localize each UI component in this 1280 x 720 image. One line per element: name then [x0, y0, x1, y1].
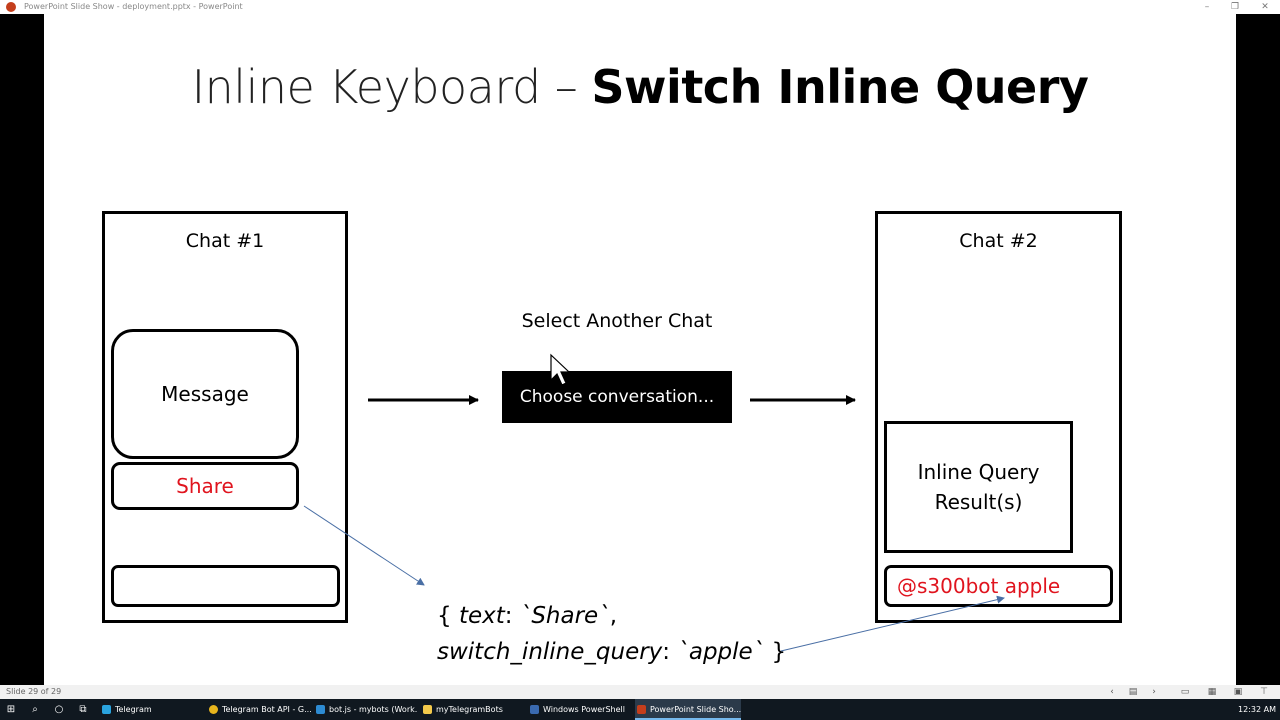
- annotation-line-query: [780, 595, 1005, 652]
- taskbar-item-powerpoint[interactable]: PowerPoint Slide Sho...: [635, 699, 741, 720]
- windows-start-icon[interactable]: ⊞: [6, 704, 16, 715]
- minimize-button[interactable]: –: [1204, 2, 1210, 12]
- chrome-icon: [209, 705, 218, 714]
- taskbar-item-explorer[interactable]: myTelegramBots: [421, 699, 525, 720]
- code-line2: switch_inline_query: `apple` }: [437, 634, 786, 670]
- taskbar-item-label: Telegram: [115, 705, 152, 714]
- code-line1: { text: `Share`,: [437, 598, 786, 634]
- code-val-share: `Share`: [519, 603, 610, 629]
- powerpoint-icon: [6, 2, 16, 12]
- inline-query-text: @s300bot apple: [897, 574, 1061, 598]
- chat1-input-box[interactable]: [111, 565, 340, 607]
- normal-view-icon[interactable]: ▭: [1180, 687, 1190, 697]
- code-key-switch: switch_inline_query: [437, 639, 663, 665]
- slide-title-light: Inline Keyboard –: [191, 60, 592, 114]
- code-colon-2: :: [662, 639, 678, 665]
- share-button-label: Share: [176, 474, 234, 498]
- taskbar-item-label: Telegram Bot API - G...: [222, 705, 311, 714]
- taskbar-item-label: myTelegramBots: [436, 705, 503, 714]
- chat2-label: Chat #2: [959, 230, 1038, 252]
- slide-canvas: Inline Keyboard – Switch Inline Query Ch…: [44, 14, 1236, 685]
- taskbar-item-chrome[interactable]: Telegram Bot API - G...: [207, 699, 311, 720]
- window-titlebar: PowerPoint Slide Show - deployment.pptx …: [0, 0, 1280, 14]
- code-key-text: text: [458, 603, 505, 629]
- next-slide-icon[interactable]: ›: [1152, 687, 1156, 697]
- slide-menu-icon[interactable]: ▤: [1128, 687, 1138, 697]
- search-icon[interactable]: ⌕: [32, 704, 38, 715]
- chat1-message-bubble: Message: [111, 329, 299, 459]
- slide-title: Inline Keyboard – Switch Inline Query: [44, 60, 1236, 114]
- window-title: PowerPoint Slide Show - deployment.pptx …: [24, 2, 243, 11]
- code-annotation: { text: `Share`, switch_inline_query: `a…: [437, 598, 786, 670]
- vscode-icon: [316, 705, 325, 714]
- annotation-line-share: [303, 505, 425, 586]
- slide-counter: Slide 29 of 29: [6, 687, 62, 696]
- choose-conversation-label: Choose conversation...: [519, 387, 715, 407]
- close-button[interactable]: ✕: [1261, 2, 1269, 12]
- code-open-brace: {: [437, 603, 459, 629]
- reading-view-icon[interactable]: ▣: [1233, 687, 1243, 697]
- choose-conversation-button[interactable]: Choose conversation...: [502, 371, 732, 423]
- taskbar-item-vscode[interactable]: bot.js - mybots (Work...: [314, 699, 418, 720]
- taskbar-item-label: PowerPoint Slide Sho...: [650, 705, 741, 714]
- taskbar-item-telegram[interactable]: Telegram: [100, 699, 204, 720]
- task-view-icon[interactable]: ⧉: [79, 704, 87, 715]
- telegram-icon: [102, 705, 111, 714]
- slideshow-view-icon[interactable]: ⊤: [1260, 687, 1268, 697]
- taskbar-clock[interactable]: 12:32 AM: [1238, 705, 1276, 714]
- folder-icon: [423, 705, 432, 714]
- taskbar-item-label: Windows PowerShell: [543, 705, 625, 714]
- slide-arrows: [303, 353, 1005, 652]
- chat1-label: Chat #1: [185, 230, 265, 252]
- windows-taskbar: ⊞ ⌕ ○ ⧉ Telegram Telegram Bot API - G...…: [0, 699, 1280, 720]
- mouse-cursor-icon: [550, 353, 571, 386]
- inline-query-result-line1: Inline Query: [917, 460, 1040, 484]
- powerpoint-icon: [637, 705, 646, 714]
- previous-slide-icon[interactable]: ‹: [1110, 687, 1114, 697]
- powershell-icon: [530, 705, 539, 714]
- code-val-apple: `apple`: [677, 639, 765, 665]
- select-another-chat-label: Select Another Chat: [521, 310, 713, 332]
- inline-query-result-line2: Result(s): [934, 490, 1023, 514]
- code-close-brace: }: [764, 639, 787, 665]
- cortana-icon[interactable]: ○: [54, 704, 64, 715]
- taskbar-item-label: bot.js - mybots (Work...: [329, 705, 418, 714]
- slideshow-statusbar: Slide 29 of 29 ‹ ▤ › ▭ ▦ ▣ ⊤: [0, 685, 1280, 699]
- restore-button[interactable]: ❐: [1230, 2, 1240, 12]
- inline-query-results-box: Inline Query Result(s): [884, 421, 1073, 553]
- chat1-message-text: Message: [161, 382, 249, 406]
- code-colon-1: :: [504, 603, 520, 629]
- taskbar-item-powershell[interactable]: Windows PowerShell: [528, 699, 632, 720]
- slide-title-bold: Switch Inline Query: [591, 60, 1089, 114]
- share-button[interactable]: Share: [111, 462, 299, 510]
- code-comma: ,: [609, 603, 618, 629]
- chat2-frame: Chat #2: [875, 211, 1122, 623]
- slide-sorter-icon[interactable]: ▦: [1207, 687, 1217, 697]
